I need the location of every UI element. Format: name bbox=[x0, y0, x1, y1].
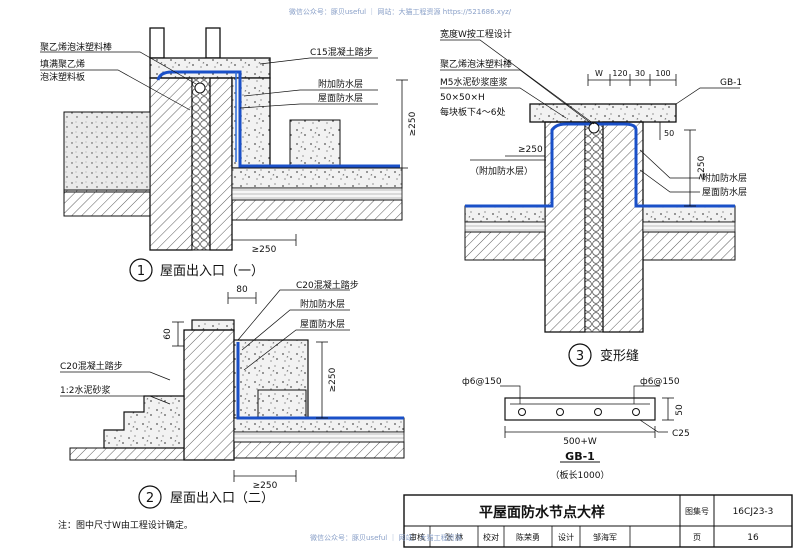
d2-number: 2 bbox=[146, 491, 154, 506]
page-label: 页 bbox=[693, 533, 701, 542]
d3-extra-layer-label: 附加防水层 bbox=[702, 172, 747, 184]
d1-roof-layer-label: 屋面防水层 bbox=[318, 92, 363, 104]
d2-step-label: C20混凝土踏步 bbox=[296, 279, 359, 291]
d3-dim-50: 50 bbox=[664, 129, 674, 138]
d2-dim-width: ≥250 bbox=[253, 481, 278, 491]
d2-dim-top: 80 bbox=[236, 285, 248, 295]
d3-title: 变形缝 bbox=[600, 348, 639, 364]
d3-dim-100: 100 bbox=[655, 69, 670, 78]
d3-width-label: 宽度W按工程设计 bbox=[440, 28, 512, 40]
d1-foam-rod-label: 聚乙烯泡沫塑料棒 bbox=[40, 41, 112, 53]
d3-seat-label: M5水泥砂浆座浆 bbox=[440, 76, 508, 88]
d3-roof-layer-label: 屋面防水层 bbox=[702, 186, 747, 198]
tb-check-label: 校对 bbox=[483, 532, 499, 542]
detail-2-drawing bbox=[60, 289, 405, 509]
gb1-concrete: C25 bbox=[672, 429, 690, 439]
d2-roof-layer-label: 屋面防水层 bbox=[300, 318, 345, 330]
tb-design-label: 设计 bbox=[558, 532, 574, 542]
gb1-thickness: 50 bbox=[675, 404, 685, 416]
gb1-rebar-right: ф6@150 bbox=[640, 377, 680, 387]
gb1-drawing bbox=[500, 385, 674, 463]
d2-dim-side: 60 bbox=[163, 328, 173, 340]
d3-dim-w: W bbox=[595, 69, 603, 78]
d1-dim-width: ≥250 bbox=[252, 245, 277, 255]
watermark-top: 微信公众号：豚贝useful ｜ 网站：大猫工程资源 https://52168… bbox=[289, 7, 512, 16]
detail-3-drawing bbox=[440, 39, 740, 367]
atlas-label: 图集号 bbox=[685, 506, 709, 516]
tb-designer: 邹海军 bbox=[593, 532, 617, 542]
detail-1-drawing bbox=[40, 27, 408, 282]
d3-foam-rod-label: 聚乙烯泡沫塑料棒 bbox=[440, 58, 512, 70]
d3-dim-120: 120 bbox=[612, 69, 627, 78]
page-number: 16 bbox=[747, 533, 759, 543]
d2-dim-height: ≥250 bbox=[328, 367, 338, 392]
d1-fill-label-2: 泡沫塑料板 bbox=[40, 71, 85, 83]
d3-extra-left-dim: ≥250 bbox=[518, 145, 543, 155]
d1-title: 屋面出入口（一） bbox=[160, 264, 264, 279]
d2-extra-layer-label: 附加防水层 bbox=[300, 298, 345, 310]
d1-fill-label: 填满聚乙烯 bbox=[40, 58, 85, 70]
d3-block-label: 50×50×H bbox=[440, 93, 485, 103]
d1-step-label: C15混凝土踏步 bbox=[310, 46, 373, 58]
d3-dim-height: ≥250 bbox=[697, 155, 707, 180]
tb-review-label: 审核 bbox=[409, 532, 425, 542]
gb1-rebar-left: ф6@150 bbox=[462, 377, 502, 387]
d1-dim-height: ≥250 bbox=[408, 111, 418, 136]
watermark-bottom: 微信公众号：豚贝useful ｜ 网站：大猫工程资源 bbox=[310, 533, 462, 542]
tb-checker: 陈荣勇 bbox=[516, 532, 540, 542]
d3-number: 3 bbox=[576, 349, 584, 364]
d1-extra-layer-label: 附加防水层 bbox=[318, 78, 363, 90]
tb-reviewer: 张 林 bbox=[445, 532, 464, 542]
d2-mortar-label: 1:2水泥砂浆 bbox=[60, 384, 111, 396]
d2-title: 屋面出入口（二） bbox=[170, 491, 274, 506]
atlas-number: 16CJ23-3 bbox=[733, 507, 774, 517]
d3-block-label-2: 每块板下4～6处 bbox=[440, 106, 505, 118]
d1-number: 1 bbox=[137, 264, 145, 279]
note: 注：图中尺寸W由工程设计确定。 bbox=[58, 519, 193, 531]
gb1-title: GB-1 bbox=[565, 450, 595, 463]
d3-extra-left-label: （附加防水层） bbox=[470, 165, 533, 177]
gb1-length: 500+W bbox=[563, 437, 597, 447]
d3-dim-30: 30 bbox=[635, 69, 645, 78]
sheet-title: 平屋面防水节点大样 bbox=[479, 504, 605, 521]
d2-left-step-label: C20混凝土踏步 bbox=[60, 360, 123, 372]
title-block bbox=[403, 494, 793, 548]
d3-gb-label: GB-1 bbox=[720, 78, 742, 88]
gb1-subtitle: （板长1000） bbox=[551, 469, 610, 481]
